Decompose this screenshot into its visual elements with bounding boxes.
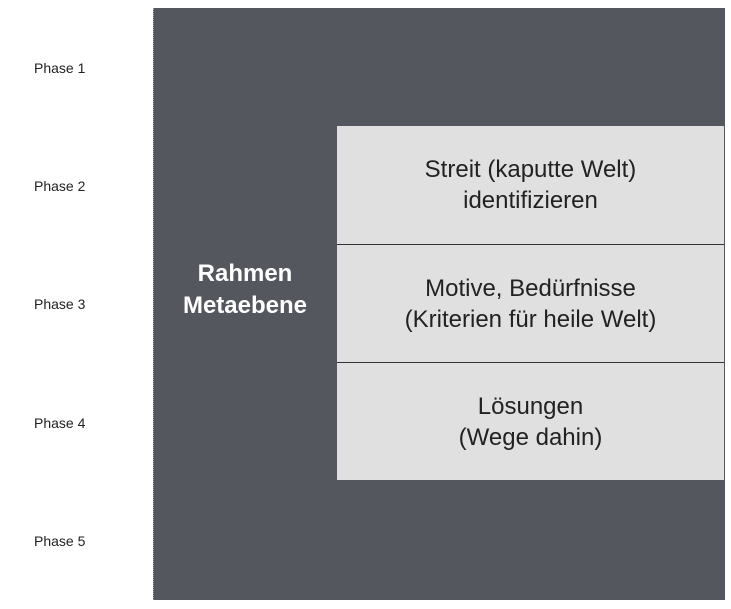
meta-frame-title-line1: Rahmen <box>197 260 293 287</box>
step-box-solutions-line2: (Wege dahin) <box>458 423 603 451</box>
phase-label-5: Phase 5 <box>34 533 86 549</box>
meta-frame-title: Rahmen Metaebene <box>170 258 320 322</box>
step-box-solutions-line1: Lösungen <box>477 392 584 420</box>
step-box-conflict-line2: identifizieren <box>463 187 598 214</box>
step-box-conflict-line1: Streit (kaputte Welt) <box>424 156 637 183</box>
phase-label-2: Phase 2 <box>34 178 86 194</box>
phase-label-1: Phase 1 <box>34 60 86 76</box>
phase-label-3: Phase 3 <box>34 296 86 312</box>
step-box-motives-line1: Motive, Bedürfnisse <box>425 274 636 302</box>
phase-label-4: Phase 4 <box>34 415 86 431</box>
step-box-motives-line2: (Kriterien für heile Welt) <box>404 305 657 333</box>
step-box-conflict: Streit (kaputte Welt) identifizieren <box>337 126 724 244</box>
step-box-solutions: Lösungen (Wege dahin) <box>337 362 724 480</box>
meta-frame-title-line2: Metaebene <box>182 292 308 319</box>
step-box-motives: Motive, Bedürfnisse (Kriterien für heile… <box>337 244 724 362</box>
